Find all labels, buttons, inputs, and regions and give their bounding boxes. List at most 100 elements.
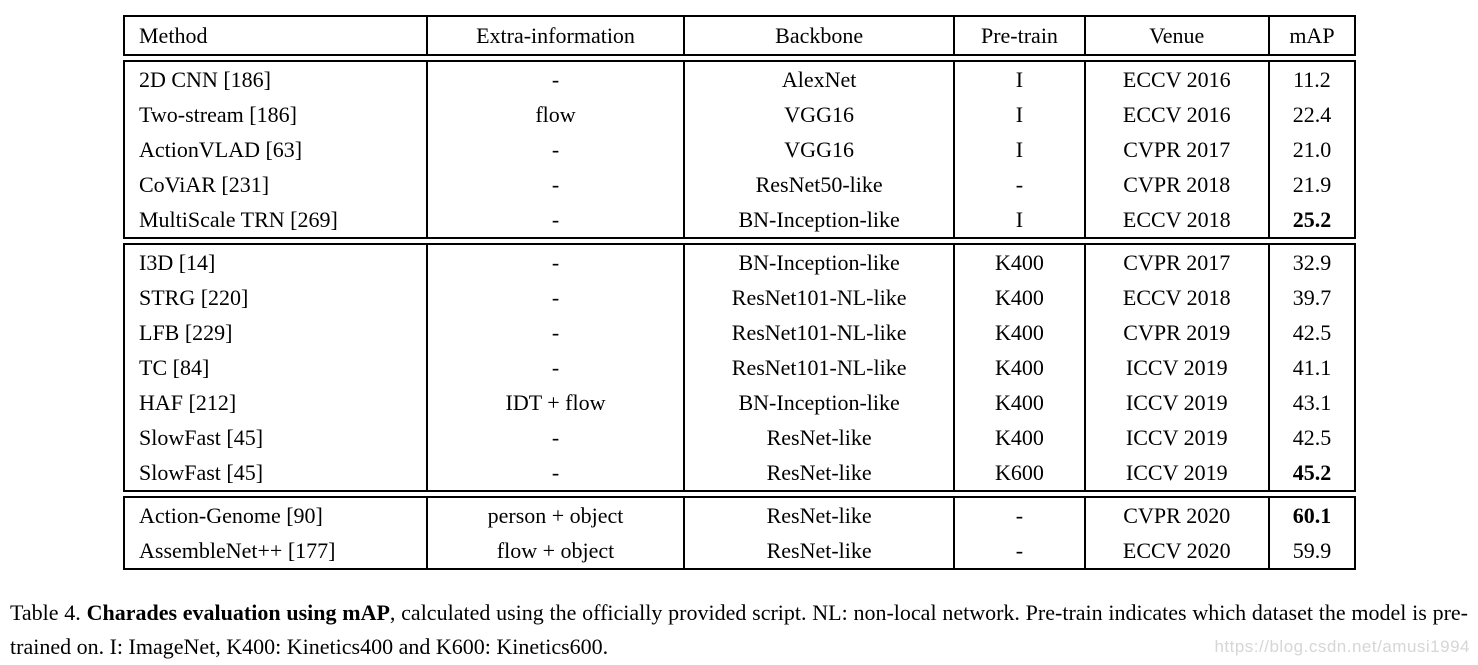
cell-map: 42.5 [1267, 315, 1354, 350]
cell-map: 22.4 [1267, 97, 1354, 132]
table-row: TC [84] - ResNet101-NL-like K400 ICCV 20… [125, 350, 1354, 385]
column-header-method: Method [139, 22, 208, 48]
cell-map: 60.1 [1267, 498, 1354, 533]
watermark-url: https://blog.csdn.net/amusi1994 [1214, 637, 1470, 656]
cell-extra-information: - [426, 62, 683, 97]
table-row: LFB [229] - ResNet101-NL-like K400 CVPR … [125, 315, 1354, 350]
cell-venue: ICCV 2019 [1083, 385, 1268, 420]
cell-venue: ECCV 2016 [1083, 62, 1268, 97]
cell-map: 39.7 [1267, 280, 1354, 315]
cell-method: TC [84] [139, 354, 210, 380]
cell-method: 2D CNN [186] [139, 66, 271, 92]
cell-pretrain: K400 [953, 350, 1083, 385]
cell-extra-information: - [426, 280, 683, 315]
cell-extra-information: flow [426, 97, 683, 132]
caption-body: , calculated using the officially provid… [10, 600, 1468, 659]
cell-venue: CVPR 2018 [1083, 167, 1268, 202]
cell-pretrain: I [953, 202, 1083, 237]
column-header-backbone: Backbone [682, 17, 953, 54]
cell-extra-information: - [426, 420, 683, 455]
table-row: I3D [14] - BN-Inception-like K400 CVPR 2… [125, 245, 1354, 280]
table-row: MultiScale TRN [269] - BN-Inception-like… [125, 202, 1354, 237]
cell-map: 11.2 [1267, 62, 1354, 97]
cell-extra-information: flow + object [426, 533, 683, 568]
cell-extra-information: - [426, 350, 683, 385]
cell-map: 21.0 [1267, 132, 1354, 167]
cell-method: CoViAR [231] [139, 171, 270, 197]
cell-extra-information: - [426, 167, 683, 202]
cell-map: 25.2 [1267, 202, 1354, 237]
caption-prefix: Table 4. [10, 600, 87, 625]
cell-extra-information: - [426, 132, 683, 167]
cell-pretrain: K400 [953, 245, 1083, 280]
cell-map: 45.2 [1267, 455, 1354, 490]
cell-venue: CVPR 2020 [1083, 498, 1268, 533]
cell-backbone: ResNet-like [682, 420, 953, 455]
table-row: STRG [220] - ResNet101-NL-like K400 ECCV… [125, 280, 1354, 315]
table-caption: Table 4. Charades evaluation using mAP, … [10, 596, 1468, 664]
cell-method: HAF [212] [139, 389, 237, 415]
cell-method: MultiScale TRN [269] [139, 206, 338, 232]
cell-method: LFB [229] [139, 319, 233, 345]
header-row: Method Extra-information Backbone Pre-tr… [125, 17, 1354, 54]
cell-map: 21.9 [1267, 167, 1354, 202]
cell-pretrain: K400 [953, 385, 1083, 420]
cell-method: AssembleNet++ [177] [139, 537, 336, 563]
cell-backbone: BN-Inception-like [682, 385, 953, 420]
table-row: AssembleNet++ [177] flow + object ResNet… [125, 533, 1354, 568]
cell-pretrain: K400 [953, 280, 1083, 315]
cell-venue: ICCV 2019 [1083, 420, 1268, 455]
cell-pretrain: I [953, 62, 1083, 97]
cell-map: 43.1 [1267, 385, 1354, 420]
table-header-section: Method Extra-information Backbone Pre-tr… [123, 15, 1356, 56]
cell-method: STRG [220] [139, 284, 249, 310]
cell-venue: CVPR 2017 [1083, 245, 1268, 280]
cell-backbone: ResNet101-NL-like [682, 280, 953, 315]
cell-extra-information: - [426, 315, 683, 350]
cell-map: 59.9 [1267, 533, 1354, 568]
cell-venue: CVPR 2017 [1083, 132, 1268, 167]
cell-venue: ECCV 2016 [1083, 97, 1268, 132]
cell-venue: ECCV 2018 [1083, 202, 1268, 237]
cell-venue: ICCV 2019 [1083, 350, 1268, 385]
cell-backbone: VGG16 [682, 97, 953, 132]
table-group-1: 2D CNN [186] - AlexNet I ECCV 2016 11.2 … [123, 60, 1356, 239]
table-row: Two-stream [186] flow VGG16 I ECCV 2016 … [125, 97, 1354, 132]
cell-map: 32.9 [1267, 245, 1354, 280]
cell-extra-information: - [426, 202, 683, 237]
table-group-3: Action-Genome [90] person + object ResNe… [123, 496, 1356, 570]
table-group-2: I3D [14] - BN-Inception-like K400 CVPR 2… [123, 243, 1356, 492]
cell-backbone: AlexNet [682, 62, 953, 97]
cell-venue: CVPR 2019 [1083, 315, 1268, 350]
cell-venue: ICCV 2019 [1083, 455, 1268, 490]
cell-pretrain: K400 [953, 315, 1083, 350]
results-table: Method Extra-information Backbone Pre-tr… [123, 15, 1356, 570]
cell-extra-information: - [426, 245, 683, 280]
cell-backbone: BN-Inception-like [682, 245, 953, 280]
cell-map: 42.5 [1267, 420, 1354, 455]
cell-pretrain: I [953, 97, 1083, 132]
cell-venue: ECCV 2020 [1083, 533, 1268, 568]
table-row: SlowFast [45] - ResNet-like K600 ICCV 20… [125, 455, 1354, 490]
cell-backbone: ResNet101-NL-like [682, 350, 953, 385]
column-header-extra-information: Extra-information [426, 17, 683, 54]
column-header-venue: Venue [1083, 17, 1268, 54]
cell-pretrain: - [953, 167, 1083, 202]
cell-extra-information: person + object [426, 498, 683, 533]
cell-pretrain: I [953, 132, 1083, 167]
cell-backbone: ResNet101-NL-like [682, 315, 953, 350]
cell-method: Action-Genome [90] [139, 502, 323, 528]
cell-method: SlowFast [45] [139, 459, 264, 485]
table-row: 2D CNN [186] - AlexNet I ECCV 2016 11.2 [125, 62, 1354, 97]
caption-bold-title: Charades evaluation using mAP [86, 600, 390, 625]
column-header-pretrain: Pre-train [953, 17, 1083, 54]
cell-method: I3D [14] [139, 249, 216, 275]
column-header-map: mAP [1267, 17, 1354, 54]
cell-pretrain: - [953, 533, 1083, 568]
cell-extra-information: IDT + flow [426, 385, 683, 420]
table-row: CoViAR [231] - ResNet50-like - CVPR 2018… [125, 167, 1354, 202]
cell-method: Two-stream [186] [139, 101, 297, 127]
cell-pretrain: K400 [953, 420, 1083, 455]
cell-extra-information: - [426, 455, 683, 490]
